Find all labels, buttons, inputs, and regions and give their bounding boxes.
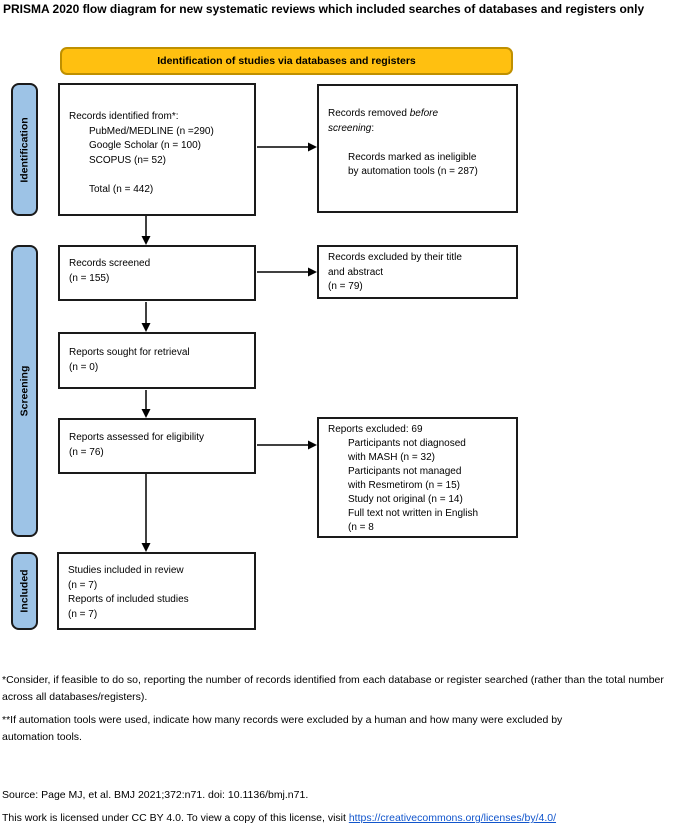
- records-identified-box: Records identified from*: PubMed/MEDLINE…: [58, 83, 256, 216]
- arrow-screened-to-excluded: [257, 266, 317, 278]
- arrow-identified-to-removed: [257, 141, 317, 153]
- box-line: SCOPUS (n= 52): [89, 154, 166, 166]
- studies-included-box: Studies included in review (n = 7) Repor…: [57, 552, 256, 630]
- box-line: Records screened: [69, 258, 151, 269]
- box-line: (n = 7): [68, 608, 98, 620]
- reports-sought-box: Reports sought for retrieval (n = 0): [58, 332, 256, 389]
- stage-label-included: Included: [11, 552, 38, 630]
- box-line: Records identified from*:: [69, 111, 179, 122]
- box-line: Studies included in review: [68, 565, 184, 576]
- box-line: Reports assessed for eligibility: [69, 432, 205, 443]
- box-line: with MASH (n = 32): [348, 452, 435, 463]
- box-line: Records marked as ineligible: [348, 151, 477, 163]
- box-line: (n = 76): [69, 446, 104, 458]
- box-line: Study not original (n = 14): [348, 494, 463, 505]
- stage-label-text: Screening: [18, 365, 31, 417]
- records-excluded-title-abstract-box: Records excluded by their title and abst…: [317, 245, 518, 299]
- records-removed-box: Records removed before screening: Record…: [317, 84, 518, 213]
- license-text: This work is licensed under CC BY 4.0. T…: [2, 812, 349, 824]
- box-line: Records excluded by their title: [328, 252, 462, 263]
- box-line: Reports excluded: 69: [328, 424, 423, 435]
- reports-excluded-box: Reports excluded: 69 Participants not di…: [317, 417, 518, 538]
- arrow-assessed-to-included: [140, 474, 152, 552]
- box-line: Participants not managed: [348, 466, 462, 477]
- reports-assessed-box: Reports assessed for eligibility (n = 76…: [58, 418, 256, 474]
- footnote-databases: *Consider, if feasible to do so, reporti…: [2, 674, 664, 703]
- source-citation: Source: Page MJ, et al. BMJ 2021;372:n71…: [2, 789, 309, 801]
- box-line: (n = 7): [68, 579, 98, 591]
- box-line: Full text not written in English: [348, 508, 479, 519]
- box-line: (n = 79): [328, 281, 363, 292]
- box-line: Participants not diagnosed: [348, 438, 466, 449]
- box-line: Records removed before: [328, 107, 512, 122]
- box-line: Google Scholar (n = 100): [89, 140, 202, 151]
- stage-label-screening: Screening: [11, 245, 38, 537]
- box-line: by automation tools (n = 287): [348, 166, 478, 177]
- stage-label-text: Identification: [18, 116, 31, 183]
- page-title: PRISMA 2020 flow diagram for new systema…: [3, 2, 645, 16]
- stage-label-identification: Identification: [11, 83, 38, 216]
- box-line: Reports of included studies: [68, 594, 189, 605]
- records-screened-box: Records screened (n = 155): [58, 245, 256, 301]
- box-line-text: :: [371, 122, 375, 134]
- box-line: Total (n = 442): [89, 183, 154, 195]
- arrow-sought-to-assessed: [140, 390, 152, 418]
- box-line: (n = 0): [69, 361, 99, 373]
- box-line: screening:: [328, 122, 512, 137]
- box-line: with Resmetirom (n = 15): [348, 480, 460, 491]
- box-line: (n = 155): [69, 272, 110, 284]
- arrow-identified-to-screened: [140, 216, 152, 245]
- license-link[interactable]: https://creativecommons.org/licenses/by/…: [348, 812, 557, 824]
- box-line: and abstract: [328, 266, 384, 278]
- box-line-text-italic: before: [409, 108, 439, 119]
- arrow-screened-to-sought: [140, 302, 152, 332]
- box-line: Reports sought for retrieval: [69, 347, 190, 358]
- stage-label-text: Included: [18, 569, 31, 613]
- box-line-text: Records removed: [328, 108, 410, 119]
- identification-banner: Identification of studies via databases …: [60, 47, 513, 75]
- spacer: [69, 168, 250, 183]
- box-line: PubMed/MEDLINE (n =290): [89, 125, 214, 137]
- footnote-automation: **If automation tools were used, indicat…: [2, 714, 563, 743]
- license-line: This work is licensed under CC BY 4.0. T…: [2, 812, 556, 824]
- banner-label: Identification of studies via databases …: [157, 55, 416, 67]
- spacer: [328, 136, 512, 151]
- box-line: (n = 8: [348, 522, 374, 533]
- arrow-assessed-to-excluded: [257, 439, 317, 451]
- box-line-text-italic: screening: [328, 122, 372, 134]
